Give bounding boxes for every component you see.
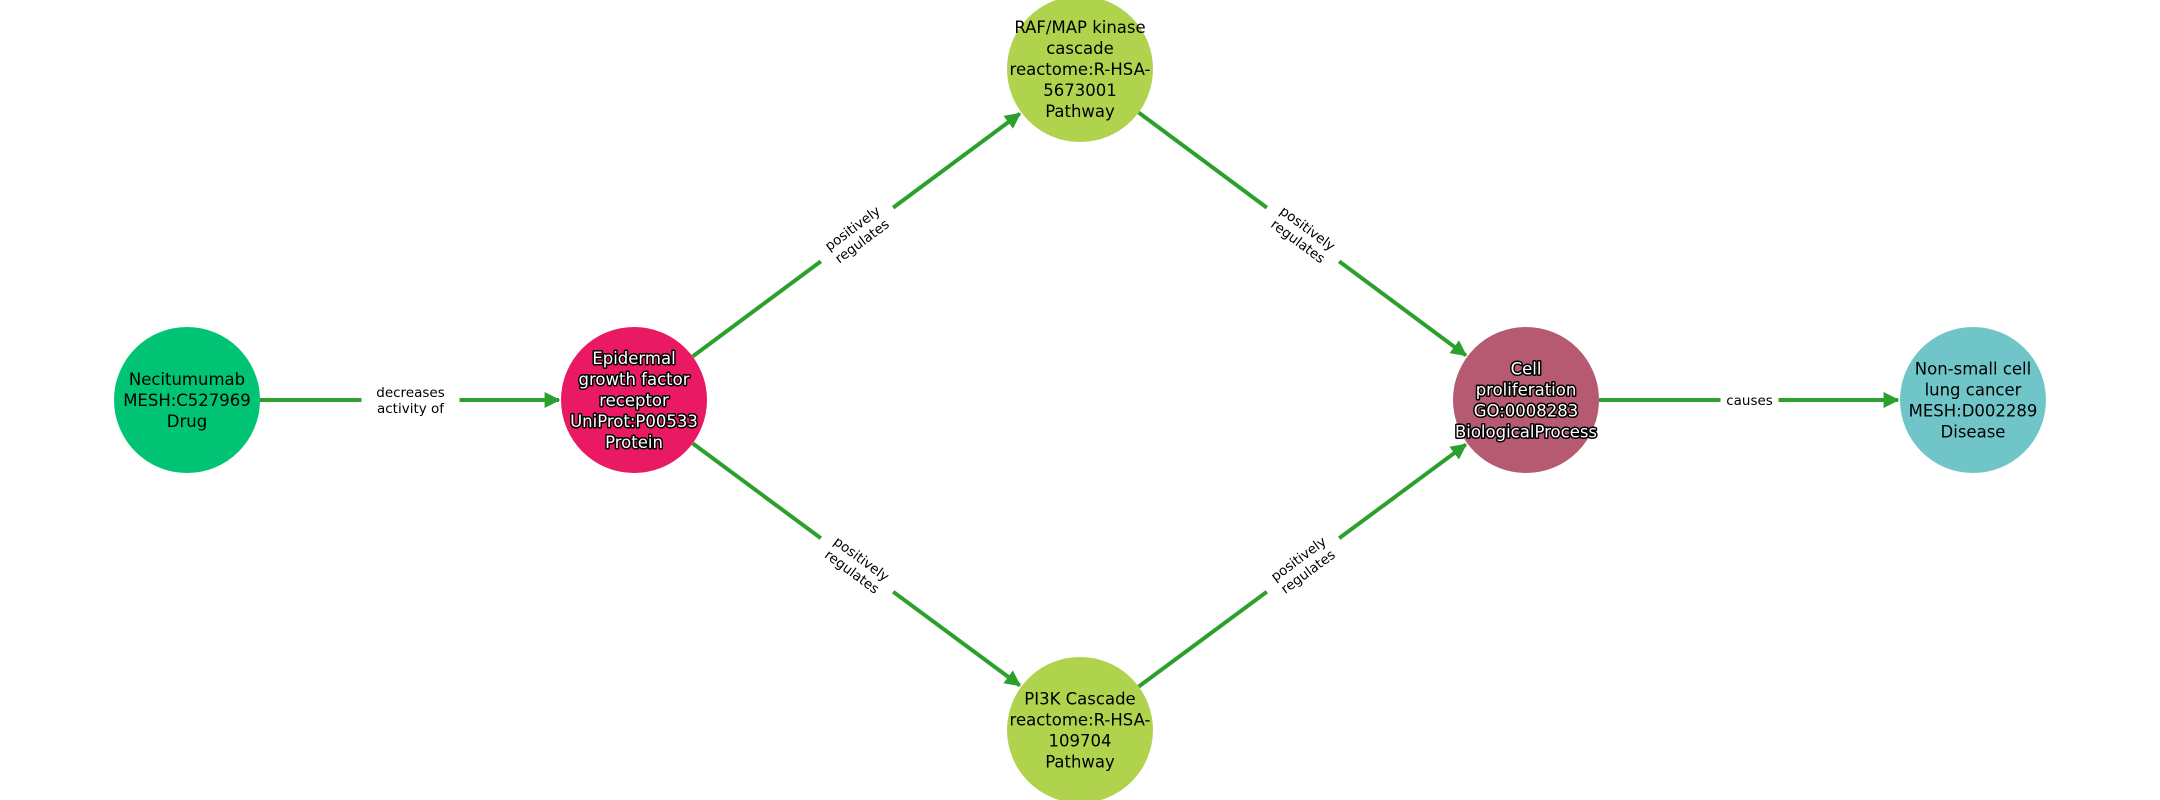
node-label-line: RAF/MAP kinase <box>1014 18 1145 37</box>
node-label-line: proliferation <box>1476 381 1577 400</box>
node-label-line: 109704 <box>1049 732 1112 751</box>
node-label-line: reactome:R-HSA- <box>1010 60 1151 79</box>
node-circle[interactable] <box>1007 657 1153 800</box>
node-label-line: Drug <box>167 412 207 431</box>
node-circle[interactable] <box>1007 0 1153 142</box>
node-label-line: Epidermal <box>592 349 675 368</box>
node-label-line: Disease <box>1941 423 2006 442</box>
node-label-line: BiologicalProcess <box>1455 423 1597 442</box>
node-raf[interactable]: RAF/MAP kinase cascade reactome:R-HSA- 5673… <box>1007 0 1153 142</box>
node-label-line: growth factor <box>579 370 690 389</box>
node-label-line: Protein <box>605 433 663 452</box>
node-circle[interactable] <box>561 327 707 473</box>
node-label-line: reactome:R-HSA- <box>1010 711 1151 730</box>
node-circle[interactable] <box>1900 327 2046 473</box>
edge-cell-nsclc: causes <box>1599 390 1900 410</box>
node-label-line: Non-small cell <box>1915 360 2031 379</box>
node-label-line: PI3K Cascade <box>1024 690 1135 709</box>
node-label-line: lung cancer <box>1925 381 2022 400</box>
node-circle[interactable] <box>114 327 260 473</box>
edge-label: causes <box>1720 390 1779 410</box>
node-label-line: MESH:C527969 <box>123 391 251 410</box>
edge-label-line: decreases <box>376 385 445 401</box>
node-circle[interactable] <box>1453 327 1599 473</box>
edge-label-line: causes <box>1726 393 1773 409</box>
node-nsclc[interactable]: Non-small cell lung cancerMESH:D002289Dis… <box>1900 327 2046 473</box>
node-label-line: Pathway <box>1045 102 1115 121</box>
edge-label-line: activity of <box>377 401 445 417</box>
node-label-line: GO:0008283 <box>1474 402 1579 421</box>
node-cell[interactable]: Cell proliferationGO:0008283BiologicalPro… <box>1453 327 1599 473</box>
node-label-line: Cell <box>1511 360 1542 379</box>
node-label-line: UniProt:P00533 <box>570 412 698 431</box>
node-egfr[interactable]: Epidermal growth factor receptorUniProt:P0… <box>561 327 707 473</box>
node-label-line: Necitumumab <box>129 370 245 389</box>
node-label-line: cascade <box>1046 39 1114 58</box>
node-label-line: Pathway <box>1045 753 1115 772</box>
node-label-line: receptor <box>599 391 669 410</box>
node-label-line: MESH:D002289 <box>1909 402 2038 421</box>
node-label-line: 5673001 <box>1043 81 1117 100</box>
